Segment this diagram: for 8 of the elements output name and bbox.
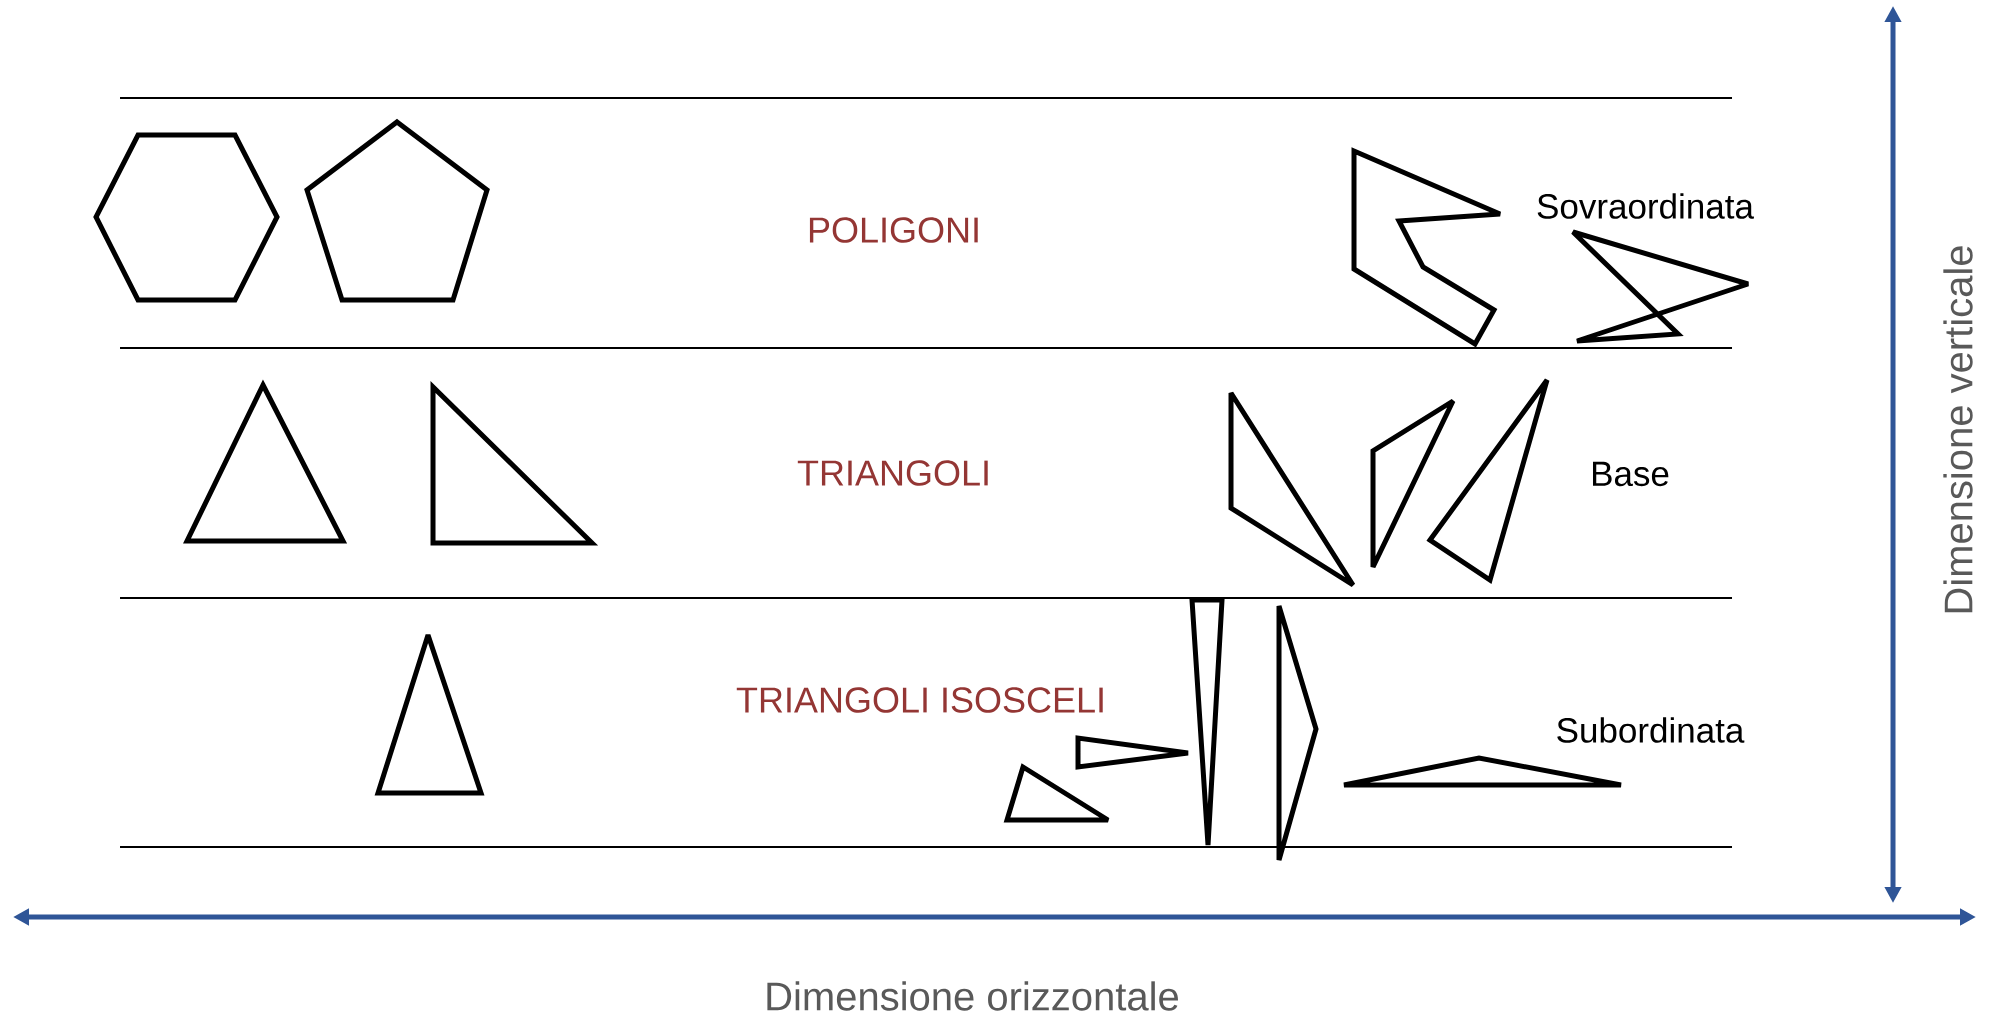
band-title: TRIANGOLI ISOSCELI bbox=[736, 687, 1103, 713]
band-title: TRIANGOLI bbox=[797, 460, 988, 486]
band-title: POLIGONI bbox=[809, 217, 978, 243]
level-label: Sovraordinata bbox=[1537, 193, 1754, 219]
axis-label: Dimensione orizzontale bbox=[767, 981, 1178, 1011]
level-label: Base bbox=[1593, 461, 1669, 487]
level-label: Subordinata bbox=[1557, 717, 1745, 743]
axis-label: Dimensione verticale bbox=[1943, 246, 1973, 613]
